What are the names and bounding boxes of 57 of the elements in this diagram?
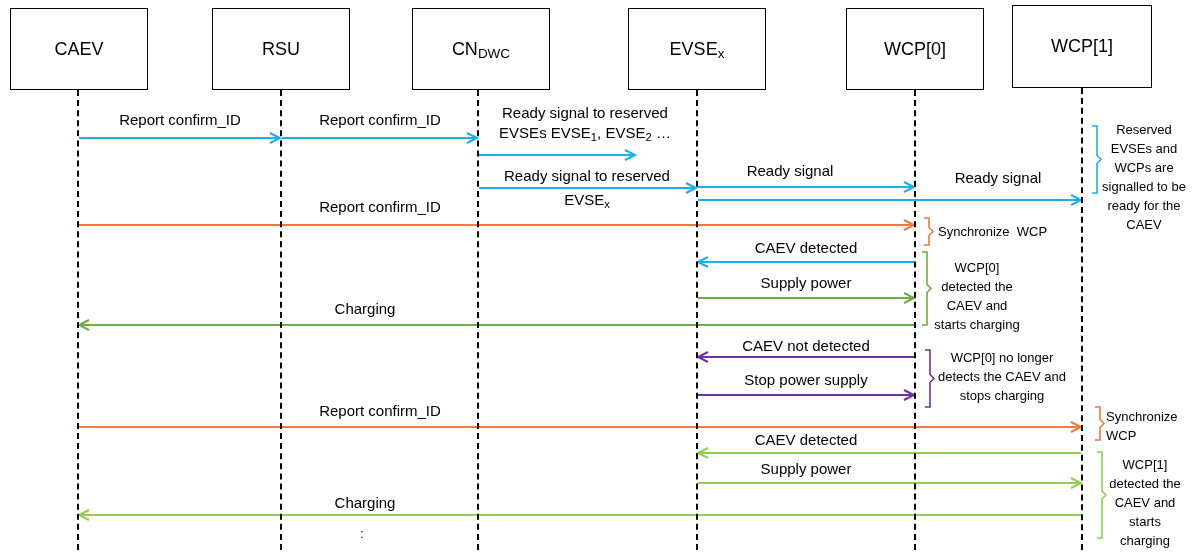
annotation-note: Synchronize WCP	[938, 223, 1049, 241]
lifeline	[1081, 88, 1083, 550]
message-arrow	[281, 132, 478, 144]
edge-label: Supply power	[759, 273, 853, 293]
annotation-note: WCP[0] detected the CAEV and starts charging	[933, 259, 1021, 334]
participant-box	[628, 8, 766, 90]
lifeline	[696, 90, 698, 550]
edge-label: Report confirm_ID	[318, 110, 442, 130]
lifeline	[77, 90, 79, 550]
message-arrow	[697, 292, 915, 304]
annotation-note: WCP[0] no longer detects the CAEV and stops charging	[937, 349, 1067, 405]
participant-box	[846, 8, 984, 90]
participant-name: CN$_{DWC}$	[451, 37, 511, 63]
message-arrow	[478, 182, 697, 194]
lifeline	[914, 90, 916, 550]
annotation-note: WCP[1] detected the CAEV and starts charging	[1108, 456, 1182, 550]
message-arrow	[697, 389, 915, 401]
participant-name: WCP[0]	[884, 37, 946, 61]
participant-box	[412, 8, 550, 90]
edge-label: Report confirm_ID	[118, 110, 242, 130]
participant-name: WCP[1]	[1051, 35, 1113, 58]
message-arrow	[78, 132, 281, 144]
participant-name: CAEV	[54, 37, 104, 61]
edge-label: Report confirm_ID	[318, 197, 442, 217]
participant-name: RSU	[262, 37, 300, 61]
edge-label: Supply power	[759, 459, 853, 479]
edge-label: Ready signal to reserved EVSE$_{x}$	[503, 166, 671, 212]
edge-label: CAEV detected	[753, 238, 859, 258]
message-arrow	[697, 477, 1082, 489]
edge-label: Ready signal to reserved EVSEs EVSE$_{1}$, EVSE$_{2}$ …	[498, 103, 672, 143]
participant-box	[212, 8, 350, 90]
edge-label: Charging	[333, 299, 397, 319]
message-arrow	[697, 256, 915, 268]
message-arrow	[78, 421, 1082, 433]
edge-label: Report confirm_ID	[318, 401, 442, 421]
message-arrow	[697, 447, 1082, 459]
edge-label: Ready signal	[745, 161, 835, 181]
annotation-note: :	[359, 525, 365, 543]
message-arrow	[697, 351, 915, 363]
message-arrow	[478, 149, 636, 161]
message-arrow	[78, 509, 1082, 521]
edge-label: Ready signal	[953, 168, 1043, 188]
message-arrow	[697, 194, 1082, 206]
participant-box	[1012, 5, 1152, 88]
message-arrow	[697, 181, 915, 193]
lifeline	[477, 90, 479, 550]
participant-name: EVSE$_{x}$	[669, 37, 725, 63]
edge-label: CAEV not detected	[741, 336, 871, 356]
message-arrow	[78, 219, 915, 231]
annotation-note: Synchronize WCP	[1106, 408, 1179, 445]
participant-box	[10, 8, 148, 90]
message-arrow	[78, 319, 915, 331]
lifeline	[280, 90, 282, 550]
annotation-note: Reserved EVSEs and WCPs are signalled to be ready for the CAEV	[1101, 121, 1187, 234]
edge-label: Charging	[333, 493, 397, 513]
edge-label: Stop power supply	[743, 370, 869, 390]
edge-label: CAEV detected	[753, 430, 859, 450]
